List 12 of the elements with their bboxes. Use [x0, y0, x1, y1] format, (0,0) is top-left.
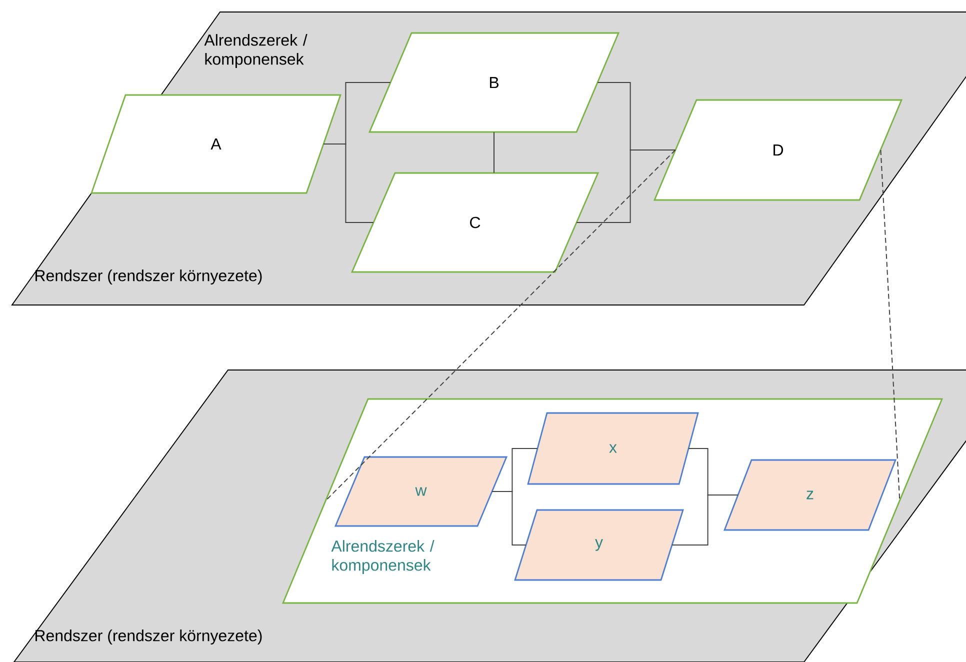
connector-line	[492, 491, 526, 546]
group-label: Alrendszerek / komponensek	[204, 34, 308, 68]
plane-label: Rendszer (rendszer környezete)	[36, 630, 262, 644]
group-label: Alrendszerek / komponensek	[331, 540, 434, 574]
connector-line	[323, 144, 374, 223]
connector-line	[672, 494, 738, 546]
plane-label: Rendszer (rendszer környezete)	[36, 270, 262, 284]
connector-line	[576, 150, 676, 223]
dashed-line	[324, 150, 676, 502]
component-parallelogram: y	[514, 509, 684, 581]
component-parallelogram: A	[90, 94, 342, 194]
dashed-line	[880, 150, 900, 502]
